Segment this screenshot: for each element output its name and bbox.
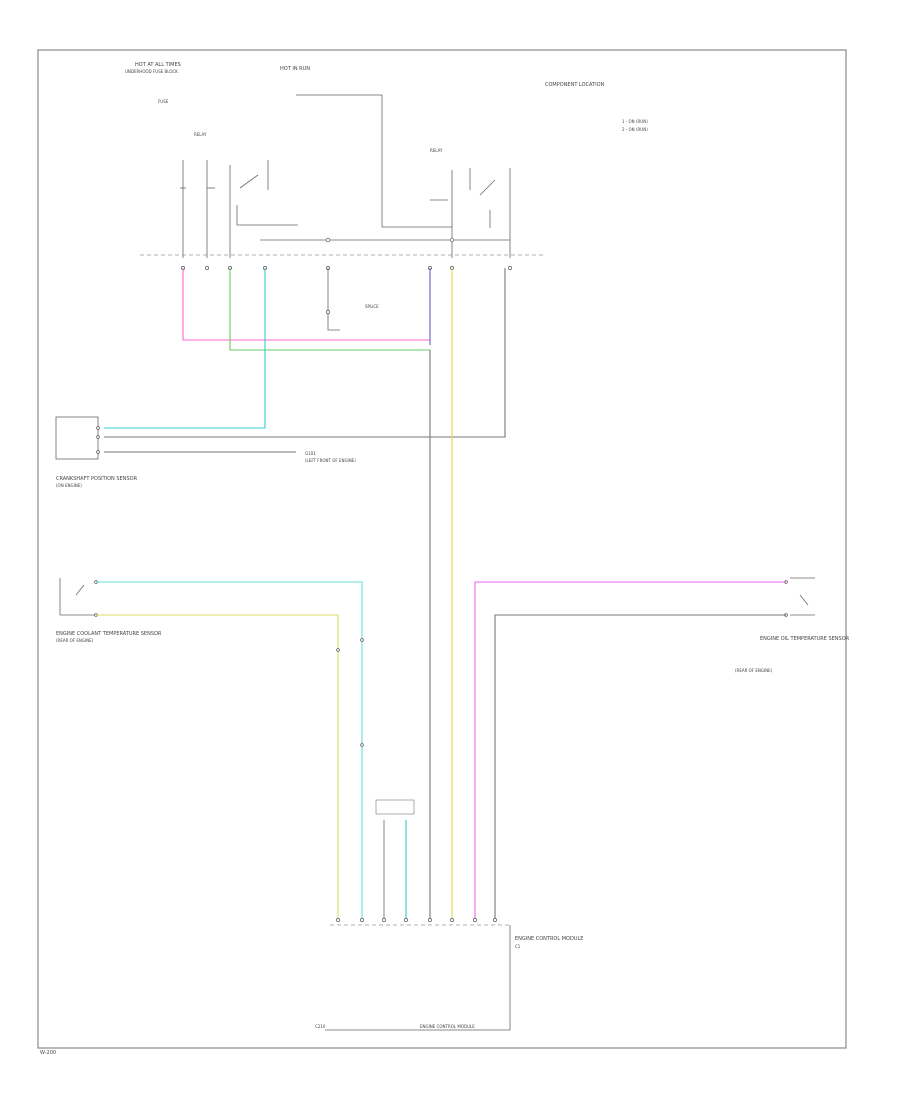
fuse-block-subtitle: UNDERHOOD FUSE BLOCK	[125, 69, 178, 74]
fuse-block-title: HOT AT ALL TIMES	[135, 62, 181, 68]
coolant-sensor-label: ENGINE COOLANT TEMPERATURE SENSOR	[56, 631, 162, 637]
splice-wire	[327, 268, 340, 331]
crankshaft-sensor-label: CRANKSHAFT POSITION SENSOR	[56, 476, 138, 482]
wire-black-right-sensor	[494, 614, 786, 920]
diagram-frame	[37, 49, 847, 1049]
fuse-block-pins	[181, 266, 512, 270]
wire-pink-right-sensor	[474, 581, 786, 920]
right-relay-label: RELAY	[430, 148, 443, 153]
left-relay-feed	[236, 205, 298, 226]
wire-yellow-left-sensor	[96, 614, 339, 920]
bottom-right-ref: ENGINE CONTROL MODULE	[420, 1024, 475, 1029]
hot-in-run-label: HOT IN RUN	[280, 66, 310, 72]
coolant-sensor-sub: (REAR OF ENGINE)	[56, 638, 94, 643]
left-splice-label: SPLICE	[365, 304, 379, 309]
wire-cyan-top	[104, 268, 266, 429]
corner-ref: W-200	[40, 1050, 56, 1056]
legend-entry-2: 2 - ON (RUN)	[622, 127, 648, 132]
legend-entry-1: 1 - ON (RUN)	[622, 119, 648, 124]
ecm-outline	[325, 925, 511, 1031]
wire-cyan-left-sensor	[96, 581, 363, 920]
shielded-pair	[375, 799, 415, 920]
oil-sensor-sub: (REAR OF ENGINE)	[735, 668, 773, 673]
coolant-temp-sensor	[59, 578, 98, 617]
ecm-connector-label: C1	[515, 944, 521, 949]
wire-green-top	[229, 268, 430, 351]
right-relay	[430, 168, 511, 258]
left-fuse-label: FUSE	[158, 99, 169, 104]
crankshaft-sensor	[55, 416, 100, 460]
oil-sensor-label: ENGINE OIL TEMPERATURE SENSOR	[760, 636, 850, 642]
hot-run-feed	[296, 94, 452, 228]
wire-pink-top	[182, 268, 431, 341]
ecm-connector	[330, 918, 510, 926]
ecm-module-label: ENGINE CONTROL MODULE	[515, 936, 583, 942]
oil-temp-sensor	[784, 577, 815, 617]
left-relay-label: RELAY	[194, 132, 207, 137]
ground-ref-label: G101	[305, 451, 316, 456]
wire-black-to-sensor	[104, 268, 506, 438]
legend-title: COMPONENT LOCATION	[545, 82, 605, 88]
left-relay	[180, 160, 269, 258]
bottom-left-ref: C210	[315, 1024, 326, 1029]
crankshaft-sensor-sub: (ON ENGINE)	[56, 483, 82, 488]
ground-ref-sub: (LEFT FRONT OF ENGINE)	[305, 458, 356, 463]
